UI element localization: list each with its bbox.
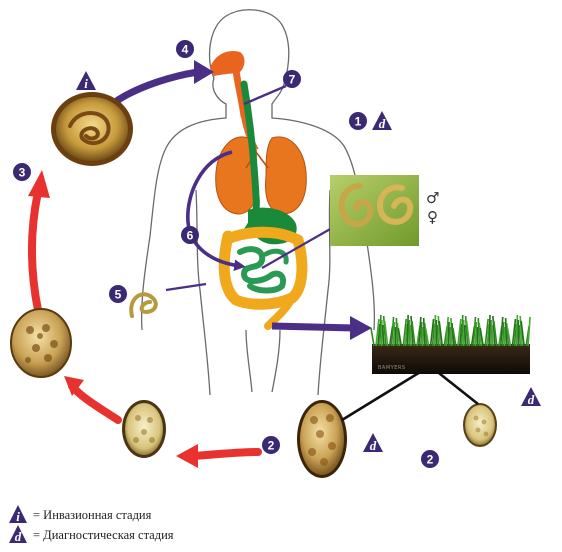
intestines (218, 226, 308, 330)
badge-3: 3 (13, 163, 31, 181)
adult-worms-photo (330, 175, 419, 246)
legend-diagnostic-label: = Диагностическая стадия (33, 528, 174, 542)
egg-developing (122, 400, 166, 458)
infective-mark-top: i (76, 71, 96, 91)
ingestion-arrow (114, 68, 202, 104)
larva-migration-arrow (186, 150, 246, 271)
pointer-line-5 (165, 282, 207, 292)
legend-infective-label: = Инвазионная стадия (33, 508, 152, 522)
egg-embryonated (10, 308, 72, 378)
badge-4: 4 (176, 40, 194, 58)
pointer-line-7 (243, 84, 287, 106)
svg-text:3: 3 (19, 166, 26, 180)
grass-blades (370, 314, 531, 347)
svg-text:d: d (15, 529, 22, 544)
svg-text:4: 4 (182, 43, 189, 57)
badge-2-upper: 2 (262, 436, 280, 454)
ingestion-arrowhead (194, 60, 214, 84)
badge-6: 6 (181, 226, 199, 244)
svg-text:2: 2 (427, 453, 434, 467)
lungs (215, 136, 307, 215)
svg-text:2: 2 (268, 439, 275, 453)
svg-text:6: 6 (187, 229, 194, 243)
svg-text:d: d (528, 392, 535, 407)
diagnostic-mark-egg: d (363, 433, 383, 453)
soil-to-egg-line-left (341, 364, 431, 422)
photo-watermark: BAMYERS (378, 365, 406, 371)
red-cycle-arrows (28, 170, 262, 468)
legend-diagnostic-icon: d (9, 525, 27, 544)
svg-text:1: 1 (355, 115, 362, 129)
excretion-arrow (271, 322, 355, 332)
legend-infective-icon: i (9, 505, 27, 524)
egg-infective (51, 92, 133, 166)
badge-2-lower: 2 (421, 450, 439, 468)
grass-soil-photo: BAMYERS (370, 314, 531, 374)
male-symbol: ♂ (426, 189, 439, 207)
svg-text:i: i (16, 509, 20, 524)
pointer-line-adult (261, 227, 333, 269)
svg-text:d: d (379, 116, 386, 131)
female-symbol: ♀ (427, 208, 438, 226)
badge-5: 5 (109, 285, 127, 303)
egg-unfertilized (463, 403, 497, 447)
rhabditiform-larva (129, 292, 158, 318)
badge-7: 7 (283, 70, 301, 88)
diagnostic-mark-right: d (521, 387, 541, 407)
badge-1: 1 (349, 112, 367, 130)
legend: i = Инвазионная стадия d = Диагностическ… (9, 505, 174, 544)
svg-text:5: 5 (115, 288, 122, 302)
diagnostic-mark-top: d (372, 111, 392, 131)
svg-text:i: i (84, 76, 88, 91)
excretion-arrowhead (350, 316, 372, 340)
egg-fertilized (297, 400, 347, 478)
svg-text:d: d (370, 438, 377, 453)
svg-text:7: 7 (289, 73, 296, 87)
